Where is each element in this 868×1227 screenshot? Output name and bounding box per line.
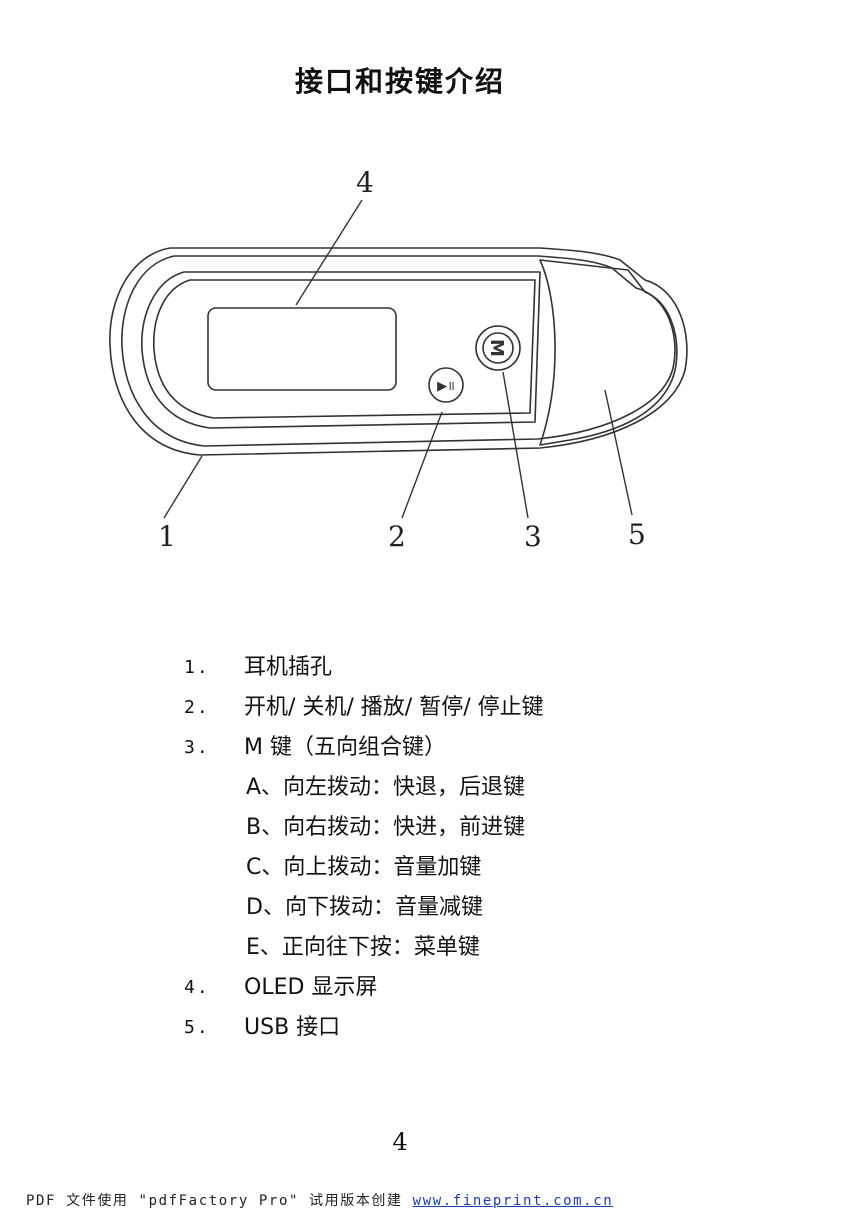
list-subitem: C、向上拨动：音量加键 [184, 848, 784, 888]
list-subitem: D、向下拨动：音量减键 [184, 888, 784, 928]
callout-3: 3 [524, 520, 542, 553]
item-number: 2. [184, 697, 210, 718]
item-text: M 键（五向组合键） [244, 735, 446, 760]
subitem-text: B、向右拨动：快进，前进键 [246, 815, 526, 840]
device-outer-shell [109, 247, 688, 456]
item-number: 3. [184, 737, 210, 758]
callout-2: 2 [388, 520, 406, 553]
footer-link[interactable]: www.fineprint.com.cn [412, 1193, 614, 1209]
play-pause-button [428, 367, 464, 403]
subitem-text: E、正向往下按：菜单键 [246, 935, 480, 960]
pdf-footer: PDF 文件使用 "pdfFactory Pro" 试用版本创建 www.fin… [26, 1190, 613, 1210]
mp3-player-illustration: ▶॥ M 1 2 3 4 5 [109, 166, 688, 553]
list-subitem: B、向右拨动：快进，前进键 [184, 808, 784, 848]
component-list: 1. 耳机插孔 2. 开机/ 关机/ 播放/ 暂停/ 停止键 3. M 键（五向… [184, 648, 784, 1048]
list-item: 4. OLED 显示屏 [184, 968, 784, 1008]
callout-4: 4 [356, 166, 374, 199]
leader-line-1 [163, 455, 203, 519]
list-item: 2. 开机/ 关机/ 播放/ 暂停/ 停止键 [184, 688, 784, 728]
list-item: 3. M 键（五向组合键） [184, 728, 784, 768]
list-item: 5. USB 接口 [184, 1008, 784, 1048]
subitem-text: D、向下拨动：音量减键 [246, 895, 483, 920]
item-text: OLED 显示屏 [244, 975, 378, 1000]
leader-line-2 [401, 411, 443, 519]
leader-line-3 [502, 371, 529, 519]
item-number: 4. [184, 977, 210, 998]
callout-1: 1 [158, 520, 176, 553]
device-shell-line-2 [121, 255, 676, 447]
item-number: 5. [184, 1017, 210, 1038]
m-icon: M [486, 339, 507, 357]
device-diagram: ▶॥ M 1 2 3 4 5 [100, 160, 720, 580]
list-subitem: A、向左拨动：快退，后退键 [184, 768, 784, 808]
leader-line-4 [295, 199, 363, 306]
list-subitem: E、正向往下按：菜单键 [184, 928, 784, 968]
device-inner-face [141, 271, 541, 429]
device-inner-face-edge [153, 279, 536, 419]
page-number: 4 [392, 1128, 408, 1156]
subitem-text: A、向左拨动：快退，后退键 [246, 775, 526, 800]
m-button [475, 325, 521, 371]
list-item: 1. 耳机插孔 [184, 648, 784, 688]
subitem-text: C、向上拨动：音量加键 [246, 855, 482, 880]
item-text: 耳机插孔 [244, 655, 333, 680]
m-button-inner [482, 332, 514, 364]
callout-5: 5 [628, 518, 646, 551]
usb-cap [539, 259, 678, 446]
leader-line-5 [604, 389, 633, 516]
item-text: 开机/ 关机/ 播放/ 暂停/ 停止键 [244, 695, 544, 720]
page-title: 接口和按键介绍 [294, 65, 505, 98]
play-pause-icon: ▶॥ [437, 379, 455, 394]
item-number: 1. [184, 657, 210, 678]
item-text: USB 接口 [244, 1015, 341, 1040]
oled-screen [207, 307, 397, 391]
footer-text: PDF 文件使用 "pdfFactory Pro" 试用版本创建 [26, 1193, 403, 1209]
